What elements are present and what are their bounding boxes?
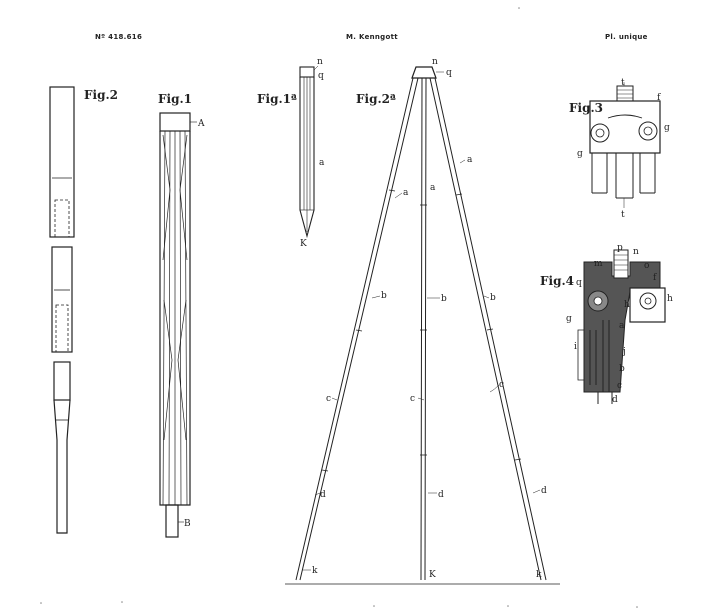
paper-specks <box>40 7 638 608</box>
fig4-label: Fig.4 <box>540 274 574 288</box>
fig1a-head <box>299 66 315 78</box>
fig2a-label: Fig.2ª <box>356 92 396 106</box>
label-A: A <box>197 119 205 129</box>
fig2-label: Fig.2 <box>84 88 118 102</box>
fig3-label-t-top: t <box>621 78 625 88</box>
fig3-label-g-right: g <box>664 123 670 133</box>
fig3-label-f: f <box>657 93 661 103</box>
fig2a-label-b-right: b <box>490 293 496 303</box>
fig3-drawing: Fig.3 t t f g g <box>569 78 670 220</box>
fig4-label-b: b <box>619 364 625 374</box>
fig4-label-o: o <box>644 261 649 271</box>
fig3-label: Fig.3 <box>569 101 603 115</box>
fig2-segment-middle <box>51 246 73 353</box>
fig2a-label-K-middle: K <box>429 570 436 580</box>
fig2a-label-c-right: c <box>499 380 504 390</box>
fig4-label-q: q <box>576 278 582 288</box>
fig3-label-t-bottom: t <box>621 210 625 220</box>
fig2a-label-k-left: k <box>312 566 318 576</box>
fig4-label-i: i <box>574 342 577 352</box>
fig2a-label-a-middle: a <box>430 183 436 193</box>
fig3-label-g-left: g <box>577 149 583 159</box>
fig1a-label-n: n <box>317 57 323 67</box>
fig1a-label-K: K <box>300 239 307 249</box>
fig2a-label-b-left: b <box>381 291 387 301</box>
fig1-drawing: Fig.1 A B <box>158 92 205 538</box>
fig2-drawing: Fig.2 <box>49 86 118 534</box>
label-B: B <box>184 519 191 529</box>
fig4-label-g: g <box>566 314 572 324</box>
fig2a-label-c-middle: c <box>410 394 415 404</box>
fig2a-label-c-left: c <box>326 394 331 404</box>
fig1a-label-a: a <box>319 158 325 168</box>
fig3-screw <box>616 85 634 102</box>
fig4-label-c: c <box>617 381 622 391</box>
fig1-head <box>159 112 191 132</box>
fig2a-label-n: n <box>432 57 438 67</box>
fig2-segment-top <box>49 86 75 238</box>
fig2a-leg-middle <box>420 77 427 581</box>
fig1a-label-q: q <box>318 71 324 81</box>
fig4-drawing: Fig.4 p n m o f q h h g a i j b <box>540 243 673 405</box>
fig2a-label-d-right: d <box>541 486 547 496</box>
fig2a-label-b-middle: b <box>441 294 447 304</box>
fig2a-label-a-left: a <box>403 188 409 198</box>
fig4-label-n: n <box>633 247 639 257</box>
inventor-name: M. Kenngott <box>346 33 398 41</box>
fig2a-leg-left <box>295 77 419 581</box>
fig4-screw <box>613 249 629 279</box>
fig4-label-d: d <box>612 395 618 405</box>
fig1a-label: Fig.1ª <box>257 92 297 106</box>
fig4-label-m: m <box>594 259 603 269</box>
fig2a-label-a-right: a <box>467 155 473 165</box>
fig2a-drawing: Fig.2ª n q <box>285 57 560 585</box>
fig1-label: Fig.1 <box>158 92 192 106</box>
fig2a-label-d-left: d <box>320 490 326 500</box>
fig4-label-a: a <box>619 321 625 331</box>
fig1a-drawing: Fig.1ª n q a K <box>257 57 325 249</box>
fig2a-label-k-right: k <box>536 570 542 580</box>
fig2a-label-q: q <box>446 68 452 78</box>
fig4-label-f: f <box>653 273 657 283</box>
fig4-clamp-block <box>629 287 666 323</box>
fig4-label-h-inner: h <box>624 300 630 310</box>
fig4-label-h-right: h <box>667 294 673 304</box>
fig4-label-p: p <box>617 243 623 253</box>
fig2a-label-d-middle: d <box>438 490 444 500</box>
fig4-label-j: j <box>622 347 626 357</box>
fig3-head-block <box>589 100 661 154</box>
patent-number: Nº 418.616 <box>95 33 143 41</box>
fig2a-head <box>411 66 437 79</box>
fig2-segment-bottom <box>53 361 71 401</box>
fig2a-leg-right <box>429 77 547 581</box>
plate-label: Pl. unique <box>605 33 648 41</box>
fig1-foot <box>165 504 179 538</box>
